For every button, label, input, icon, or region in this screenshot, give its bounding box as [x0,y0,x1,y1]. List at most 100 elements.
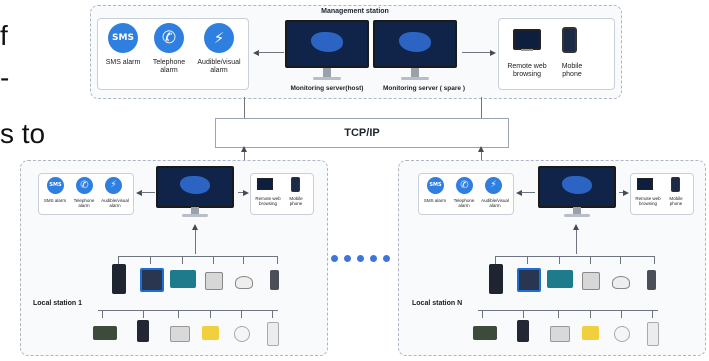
arrow-up-icon [241,146,247,152]
spare-server-label: Monitoring server ( spare ) [383,85,465,92]
remote-web-browsing-label: Remote web browsing [255,196,281,206]
monitor-icon [637,178,653,190]
controller-box-icon [205,272,223,290]
temperature-sensor-icon [614,326,630,342]
upper-device-bus [118,256,278,257]
monitor-base [182,214,208,217]
monitor-base [564,214,590,217]
arrow-right-icon [623,190,629,196]
device-drop [559,256,560,264]
telephone-icon: ✆ [456,177,473,194]
telephone-alarm-label: Telephone alarm [453,198,475,208]
device-drop [277,256,278,264]
local-station-1-monitor [156,166,234,220]
local-station-1-label: Local station 1 [33,300,83,307]
sms-icon: SMS [427,177,444,194]
power-meter-icon [140,268,164,292]
audible-visual-icon: ⚡ [485,177,502,194]
device-drop [118,256,119,264]
host-server-label: Monitoring server(host) [290,85,364,92]
telephone-icon: ✆ [154,23,184,53]
generator-icon [547,270,573,288]
device-drop [523,310,524,318]
device-drop [590,310,591,318]
map-graphic [311,32,343,52]
upper-device-bus [495,256,655,257]
arrow-left-icon [136,190,142,196]
management-remote-box: Remote web browsing Mobile phone [498,18,615,90]
connector-line [481,152,482,162]
temperature-sensor-icon [234,326,250,342]
sensor-module-icon [93,326,117,340]
sms-icon: SMS [108,23,138,53]
connector-line [244,97,245,119]
sms-alarm-label: SMS alarm [43,198,67,203]
smoke-detector-icon [550,326,570,342]
mobile-phone-label: Mobile phone [669,196,683,206]
ellipsis-dot [370,255,377,262]
mobile-phone-label: Mobile phone [289,196,303,206]
telephone-alarm-label: Telephone alarm [152,59,186,74]
sms-alarm-label: SMS alarm [423,198,447,203]
monitor-stand [323,68,331,77]
dome-camera-icon [235,276,253,289]
tcp-ip-network-bar: TCP/IP [215,118,509,148]
host-server-monitor [285,20,369,84]
mobile-phone-label: Mobile phone [561,63,583,78]
device-drop [178,310,179,318]
ellipsis-dot [383,255,390,262]
sms-icon: SMS [47,177,64,194]
connector-line [244,152,245,162]
lower-device-bus [98,310,278,311]
local-station-n-alarm-box: SMS ✆ ⚡ SMS alarm Telephone alarm Audibl… [418,173,514,215]
spare-server-monitor [373,20,457,84]
monitor-icon [513,29,541,50]
device-drop [213,256,214,264]
remote-web-browsing-label: Remote web browsing [635,196,661,206]
ups-cabinet-icon [489,264,503,294]
meter-icon [270,270,279,290]
device-drop [590,256,591,264]
arrow-up-icon [573,224,579,230]
connector-line [576,228,577,254]
mobile-phone-icon [671,177,680,192]
audible-visual-alarm-label: Audible/visual alarm [101,198,129,208]
device-drop [102,310,103,318]
connector-line [619,192,624,193]
mobile-phone-icon [562,27,577,53]
device-drop [558,310,559,318]
monitor-stand [573,207,581,214]
audible-visual-icon: ⚡ [105,177,122,194]
dome-camera-icon [612,276,630,289]
local-station-n-label: Local station N [412,300,463,307]
management-alarm-box: SMS ✆ ⚡ SMS alarm Telephone alarm Audibl… [97,18,249,90]
door-sensor-icon [647,322,659,346]
device-drop [182,256,183,264]
connector-line [481,97,482,119]
device-drop [143,310,144,318]
local-station-n-remote-box: Remote web browsing Mobile phone [630,173,694,215]
arrow-up-icon [478,146,484,152]
water-leak-sensor-icon [582,326,599,340]
connector-line [141,192,155,193]
door-sensor-icon [267,322,279,346]
management-station-title: Management station [321,8,389,15]
monitor-stand [411,68,419,77]
map-graphic [180,176,210,194]
arrow-right-icon [243,190,249,196]
connector-line [195,228,196,254]
access-panel-icon [517,320,529,342]
monitor-base [401,77,429,80]
arrow-left-icon [253,50,259,56]
sensor-module-icon [473,326,497,340]
arrow-up-icon [192,224,198,230]
sms-alarm-label: SMS alarm [105,59,141,66]
meter-icon [647,270,656,290]
monitor-stand [191,207,199,214]
arrow-right-icon [490,50,496,56]
device-drop [621,310,622,318]
ellipsis-dot [344,255,351,262]
lower-device-bus [478,310,658,311]
local-station-1-alarm-box: SMS ✆ ⚡ SMS alarm Telephone alarm Audibl… [38,173,134,215]
telephone-icon: ✆ [76,177,93,194]
